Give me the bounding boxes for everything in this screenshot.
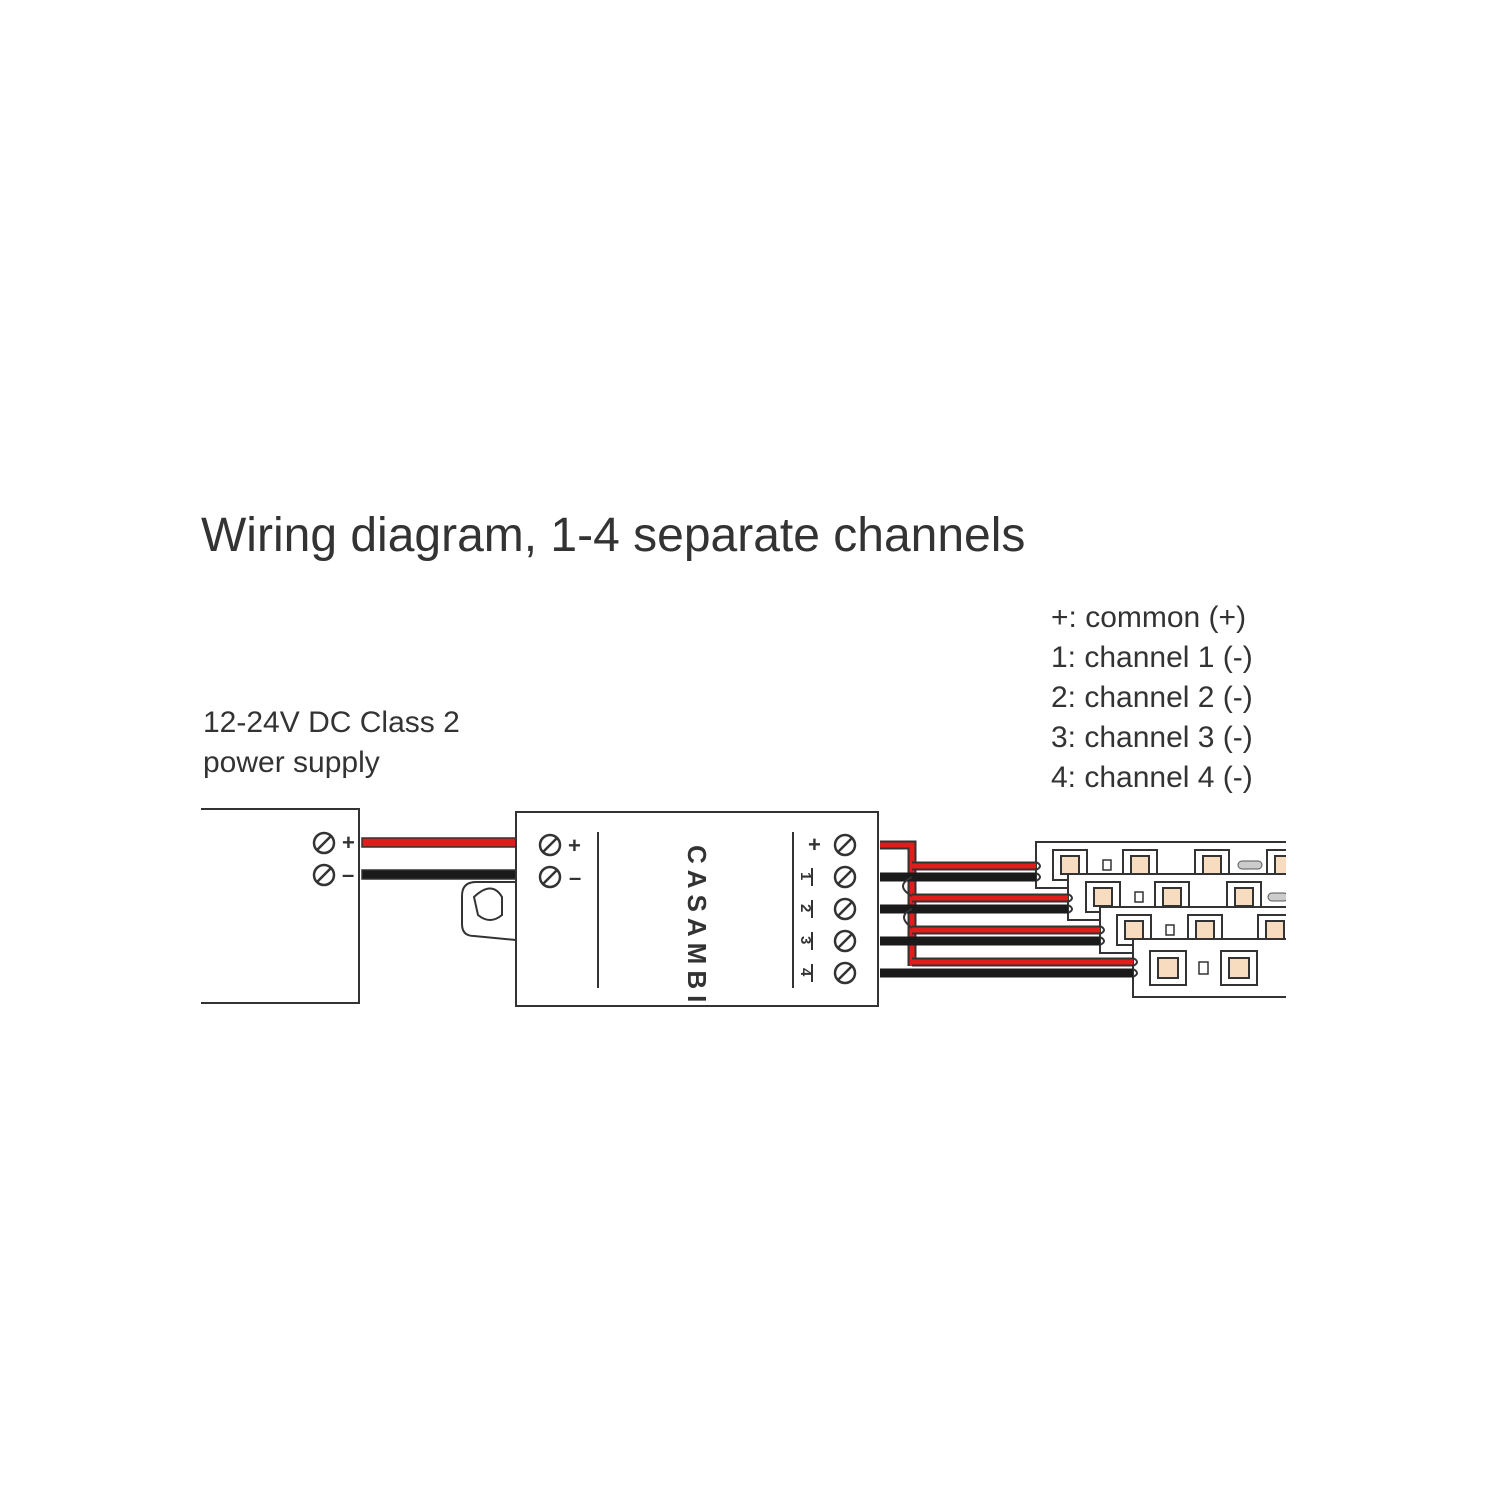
casambi-controller: + – CASAMBI + 1 2 3 4 <box>515 811 879 1008</box>
controller-input-minus: – <box>569 865 581 890</box>
screw-terminal-icon <box>538 833 562 857</box>
psu-terminal-minus: – <box>342 862 354 887</box>
screw-terminal-icon <box>833 865 857 889</box>
controller-brand: CASAMBI <box>682 845 712 1008</box>
screw-terminal-icon <box>833 961 857 985</box>
legend-item: 1: channel 1 (-) <box>1051 641 1253 674</box>
legend-item: 3: channel 3 (-) <box>1051 721 1253 754</box>
legend-item: 2: channel 2 (-) <box>1051 681 1253 714</box>
screw-terminal-icon <box>538 865 562 889</box>
controller-output-plus: + <box>808 832 821 857</box>
legend-item: +: common (+) <box>1051 601 1247 634</box>
controller-output-2: 2 <box>797 904 814 912</box>
screw-terminal-icon <box>312 831 336 855</box>
input-wires <box>361 837 517 880</box>
controller-output-1: 1 <box>797 872 814 880</box>
screw-terminal-icon <box>312 863 336 887</box>
mounting-tab <box>461 881 517 941</box>
power-supply: + – <box>201 808 360 1004</box>
controller-output-3: 3 <box>797 936 814 944</box>
led-strips <box>1035 841 1286 998</box>
screw-terminal-icon <box>833 897 857 921</box>
psu-terminal-plus: + <box>342 830 355 855</box>
terminal-legend: +: common (+) 1: channel 1 (-) 2: channe… <box>1051 598 1253 798</box>
output-wires <box>880 840 1138 978</box>
power-supply-label: 12-24V DC Class 2 power supply <box>203 703 460 783</box>
legend-item: 4: channel 4 (-) <box>1051 761 1253 794</box>
page-title: Wiring diagram, 1-4 separate channels <box>201 509 1026 562</box>
power-supply-label-line2: power supply <box>203 746 380 779</box>
controller-output-4: 4 <box>797 968 814 977</box>
screw-terminal-icon <box>833 929 857 953</box>
controller-input-plus: + <box>568 833 581 858</box>
led-strip-4 <box>1132 938 1286 998</box>
screw-terminal-icon <box>833 833 857 857</box>
power-supply-label-line1: 12-24V DC Class 2 <box>203 706 460 739</box>
